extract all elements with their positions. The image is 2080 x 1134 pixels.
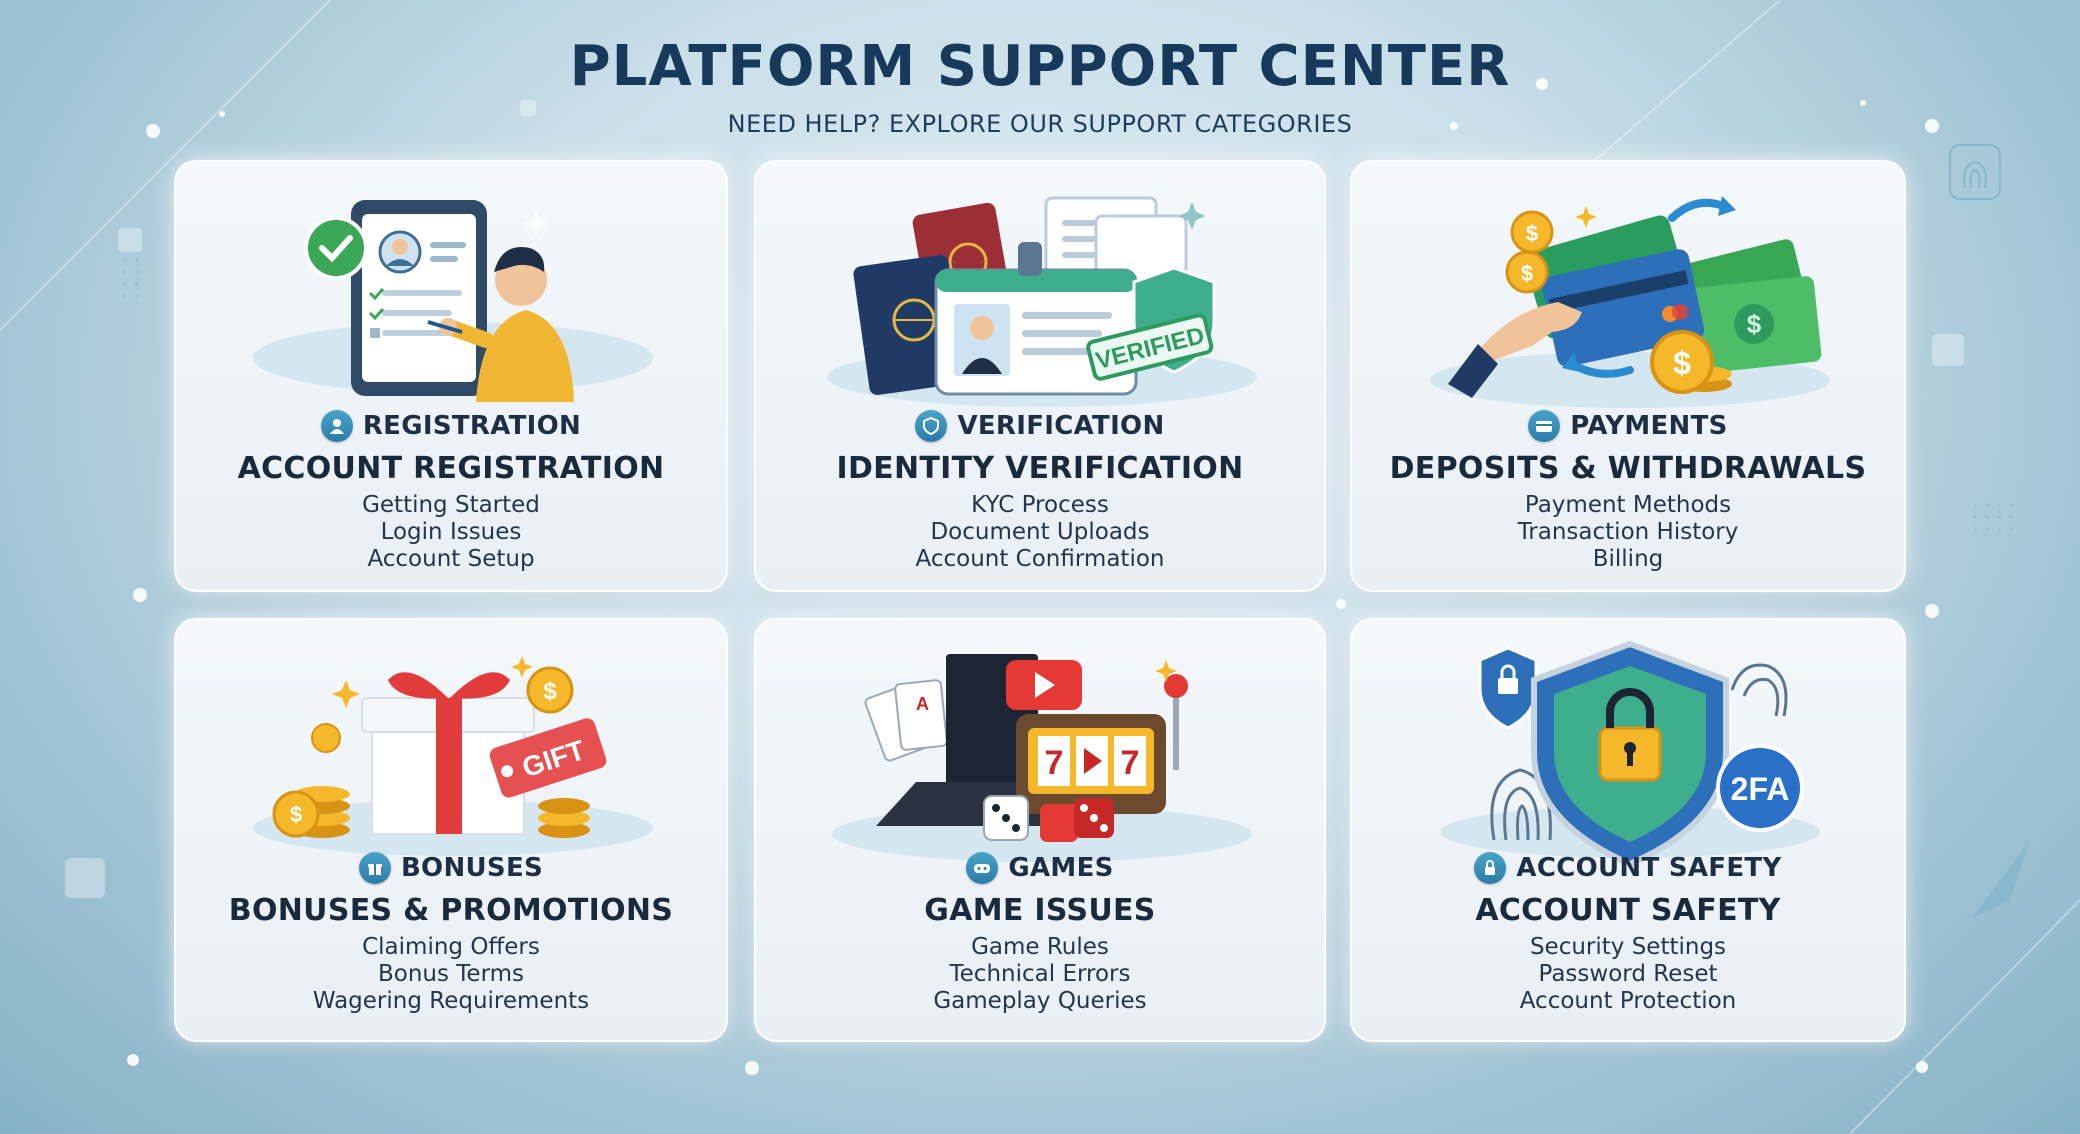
card-items: KYC Process Document Uploads Account Con…	[756, 492, 1324, 573]
id-documents-illustration: VERIFIED	[756, 162, 1324, 422]
card-items: Security Settings Password Reset Account…	[1352, 934, 1904, 1015]
user-icon	[320, 410, 353, 442]
card-bonuses[interactable]: GIFT $ $ BONUSES BONUSES & PROMOTIONS Cl…	[174, 618, 728, 1042]
card-link-getting-started[interactable]: Getting Started	[362, 492, 540, 518]
card-link-technical-errors[interactable]: Technical Errors	[949, 961, 1131, 987]
card-link-payment-methods[interactable]: Payment Methods	[1524, 492, 1732, 518]
card-text: BONUSES BONUSES & PROMOTIONS Claiming Of…	[176, 852, 726, 1015]
category-row: PAYMENTS	[1352, 410, 1904, 442]
card-title: BONUSES & PROMOTIONS	[228, 893, 674, 928]
card-link-kyc-process[interactable]: KYC Process	[971, 492, 1109, 518]
card-link-account-setup[interactable]: Account Setup	[367, 546, 535, 572]
tablet-form-illustration	[176, 162, 726, 422]
card-link-account-confirmation[interactable]: Account Confirmation	[915, 546, 1165, 572]
card-link-password-reset[interactable]: Password Reset	[1538, 961, 1718, 987]
page-subtitle: NEED HELP? EXPLORE OUR SUPPORT CATEGORIE…	[727, 110, 1353, 138]
fingerprint-icon	[1949, 144, 2001, 200]
card-title: ACCOUNT REGISTRATION	[237, 451, 665, 486]
card-title: ACCOUNT SAFETY	[1475, 893, 1781, 928]
svg-text:$: $	[290, 802, 302, 827]
2fa-badge: 2FA	[1731, 771, 1790, 807]
category-label: ACCOUNT SAFETY	[1516, 853, 1782, 883]
games-illustration: A 7 7	[756, 620, 1324, 880]
card-verification[interactable]: VERIFIED VERIFICATION IDENTITY VERIFICAT…	[754, 160, 1326, 592]
card-icon	[1528, 410, 1561, 442]
svg-text:$: $	[543, 678, 557, 705]
svg-text:A: A	[916, 694, 929, 714]
card-items: Getting Started Login Issues Account Set…	[176, 492, 726, 573]
gift-icon	[358, 852, 391, 884]
card-text: REGISTRATION ACCOUNT REGISTRATION Gettin…	[176, 410, 726, 573]
svg-text:7: 7	[1045, 744, 1064, 782]
category-label: GAMES	[1008, 853, 1114, 883]
category-label: PAYMENTS	[1570, 411, 1728, 441]
category-label: REGISTRATION	[362, 411, 582, 441]
card-link-document-uploads[interactable]: Document Uploads	[930, 519, 1150, 545]
card-link-account-protection[interactable]: Account Protection	[1519, 988, 1737, 1014]
card-link-claiming-offers[interactable]: Claiming Offers	[362, 934, 540, 960]
card-title: IDENTITY VERIFICATION	[836, 451, 1244, 486]
svg-text:$: $	[1526, 221, 1538, 246]
card-registration[interactable]: REGISTRATION ACCOUNT REGISTRATION Gettin…	[174, 160, 728, 592]
category-row: BONUSES	[176, 852, 726, 884]
svg-text:$: $	[1521, 261, 1533, 286]
card-payments[interactable]: $ $ $ $ PAYMENTS DEPOSI	[1350, 160, 1906, 592]
category-row: REGISTRATION	[176, 410, 726, 442]
category-row: ACCOUNT SAFETY	[1352, 852, 1904, 884]
money-cards-illustration: $ $ $ $	[1352, 162, 1904, 422]
card-link-security-settings[interactable]: Security Settings	[1529, 934, 1727, 960]
category-row: VERIFICATION	[756, 410, 1324, 442]
card-link-transaction-history[interactable]: Transaction History	[1517, 519, 1739, 545]
svg-text:$: $	[1673, 345, 1691, 381]
card-link-game-rules[interactable]: Game Rules	[971, 934, 1109, 960]
card-link-bonus-terms[interactable]: Bonus Terms	[377, 961, 525, 987]
card-title: GAME ISSUES	[924, 893, 1156, 928]
card-text: VERIFICATION IDENTITY VERIFICATION KYC P…	[756, 410, 1324, 573]
security-illustration: 2FA	[1352, 620, 1904, 880]
category-label: BONUSES	[400, 853, 544, 883]
card-text: ACCOUNT SAFETY ACCOUNT SAFETY Security S…	[1352, 852, 1904, 1015]
card-link-billing[interactable]: Billing	[1592, 546, 1664, 572]
card-items: Game Rules Technical Errors Gameplay Que…	[756, 934, 1324, 1015]
card-text: PAYMENTS DEPOSITS & WITHDRAWALS Payment …	[1352, 410, 1904, 573]
card-text: GAMES GAME ISSUES Game Rules Technical E…	[756, 852, 1324, 1015]
gift-coins-illustration: GIFT $ $	[176, 620, 726, 880]
page-header: PLATFORM SUPPORT CENTER NEED HELP? EXPLO…	[0, 30, 2080, 140]
card-link-login-issues[interactable]: Login Issues	[380, 519, 522, 545]
page-title: PLATFORM SUPPORT CENTER	[569, 34, 1511, 99]
card-games[interactable]: A 7 7 GAMES GAME ISSUE	[754, 618, 1326, 1042]
card-link-wagering-requirements[interactable]: Wagering Requirements	[312, 988, 590, 1014]
shield-icon	[915, 410, 948, 442]
card-items: Payment Methods Transaction History Bill…	[1352, 492, 1904, 573]
category-label: VERIFICATION	[957, 411, 1165, 441]
svg-text:$: $	[1747, 309, 1762, 339]
card-items: Claiming Offers Bonus Terms Wagering Req…	[176, 934, 726, 1015]
category-row: GAMES	[756, 852, 1324, 884]
svg-text:7: 7	[1121, 744, 1140, 782]
card-link-gameplay-queries[interactable]: Gameplay Queries	[933, 988, 1147, 1014]
card-account-safety[interactable]: 2FA ACCOUNT SAFETY ACCOUNT SAFETY Securi…	[1350, 618, 1906, 1042]
card-title: DEPOSITS & WITHDRAWALS	[1389, 451, 1867, 486]
lock-icon	[1474, 852, 1507, 884]
gamepad-icon	[966, 852, 999, 884]
